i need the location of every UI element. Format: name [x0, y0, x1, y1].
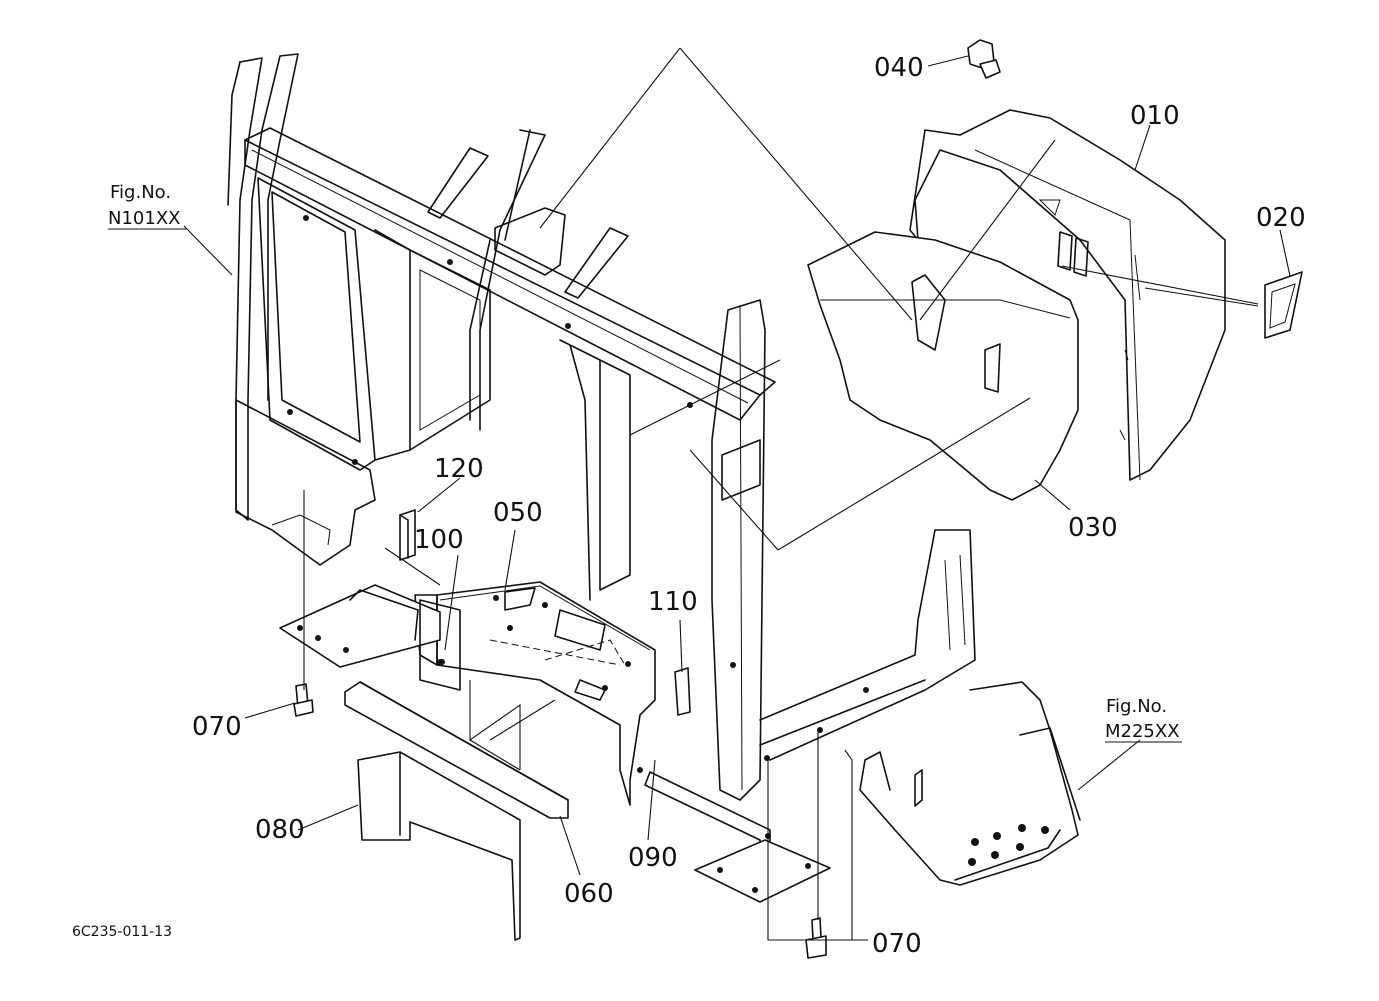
- callout-050: 050: [493, 498, 543, 528]
- step-assembly: [859, 681, 1081, 886]
- plate-100: [419, 599, 461, 691]
- callout-070-right: 070: [872, 929, 922, 959]
- callout-090: 090: [628, 843, 678, 873]
- callout-030: 030: [1068, 513, 1118, 543]
- callout-010: 010: [1130, 101, 1180, 131]
- bracket-050: [414, 581, 656, 806]
- floor-plate-left: [279, 584, 441, 668]
- callout-060: 060: [564, 879, 614, 909]
- reference-right-line2: M225XX: [1105, 721, 1180, 742]
- callout-080: 080: [255, 815, 305, 845]
- main-frame: [227, 53, 976, 801]
- grille-020: [1264, 271, 1303, 339]
- bolt-070-left: [293, 683, 314, 717]
- callout-100: 100: [414, 525, 464, 555]
- callout-120: 120: [434, 454, 484, 484]
- callout-040: 040: [874, 53, 924, 83]
- reference-lines: [303, 47, 1259, 941]
- callout-110: 110: [648, 587, 698, 617]
- callout-leaders: [183, 55, 1291, 941]
- bolt-070-right: [805, 917, 827, 959]
- callout-070-left: 070: [192, 712, 242, 742]
- seal-080: [357, 751, 521, 941]
- bracket-120: [399, 509, 416, 561]
- cover-030: [807, 231, 1079, 501]
- reference-right-line1: Fig.No.: [1106, 696, 1167, 717]
- reference-left-line2: N101XX: [108, 208, 180, 229]
- callout-020: 020: [1256, 203, 1306, 233]
- reference-left-line1: Fig.No.: [110, 182, 171, 203]
- reference-left: Fig.No. N101XX: [108, 182, 186, 230]
- cap-040: [967, 39, 1001, 79]
- strip-060: [344, 681, 569, 819]
- plate-090: [644, 771, 831, 903]
- drawing-code: 6C235-011-13: [72, 924, 172, 940]
- bracket-110: [674, 667, 691, 716]
- cover-010: [909, 109, 1226, 481]
- reference-right: Fig.No. M225XX: [1105, 696, 1182, 743]
